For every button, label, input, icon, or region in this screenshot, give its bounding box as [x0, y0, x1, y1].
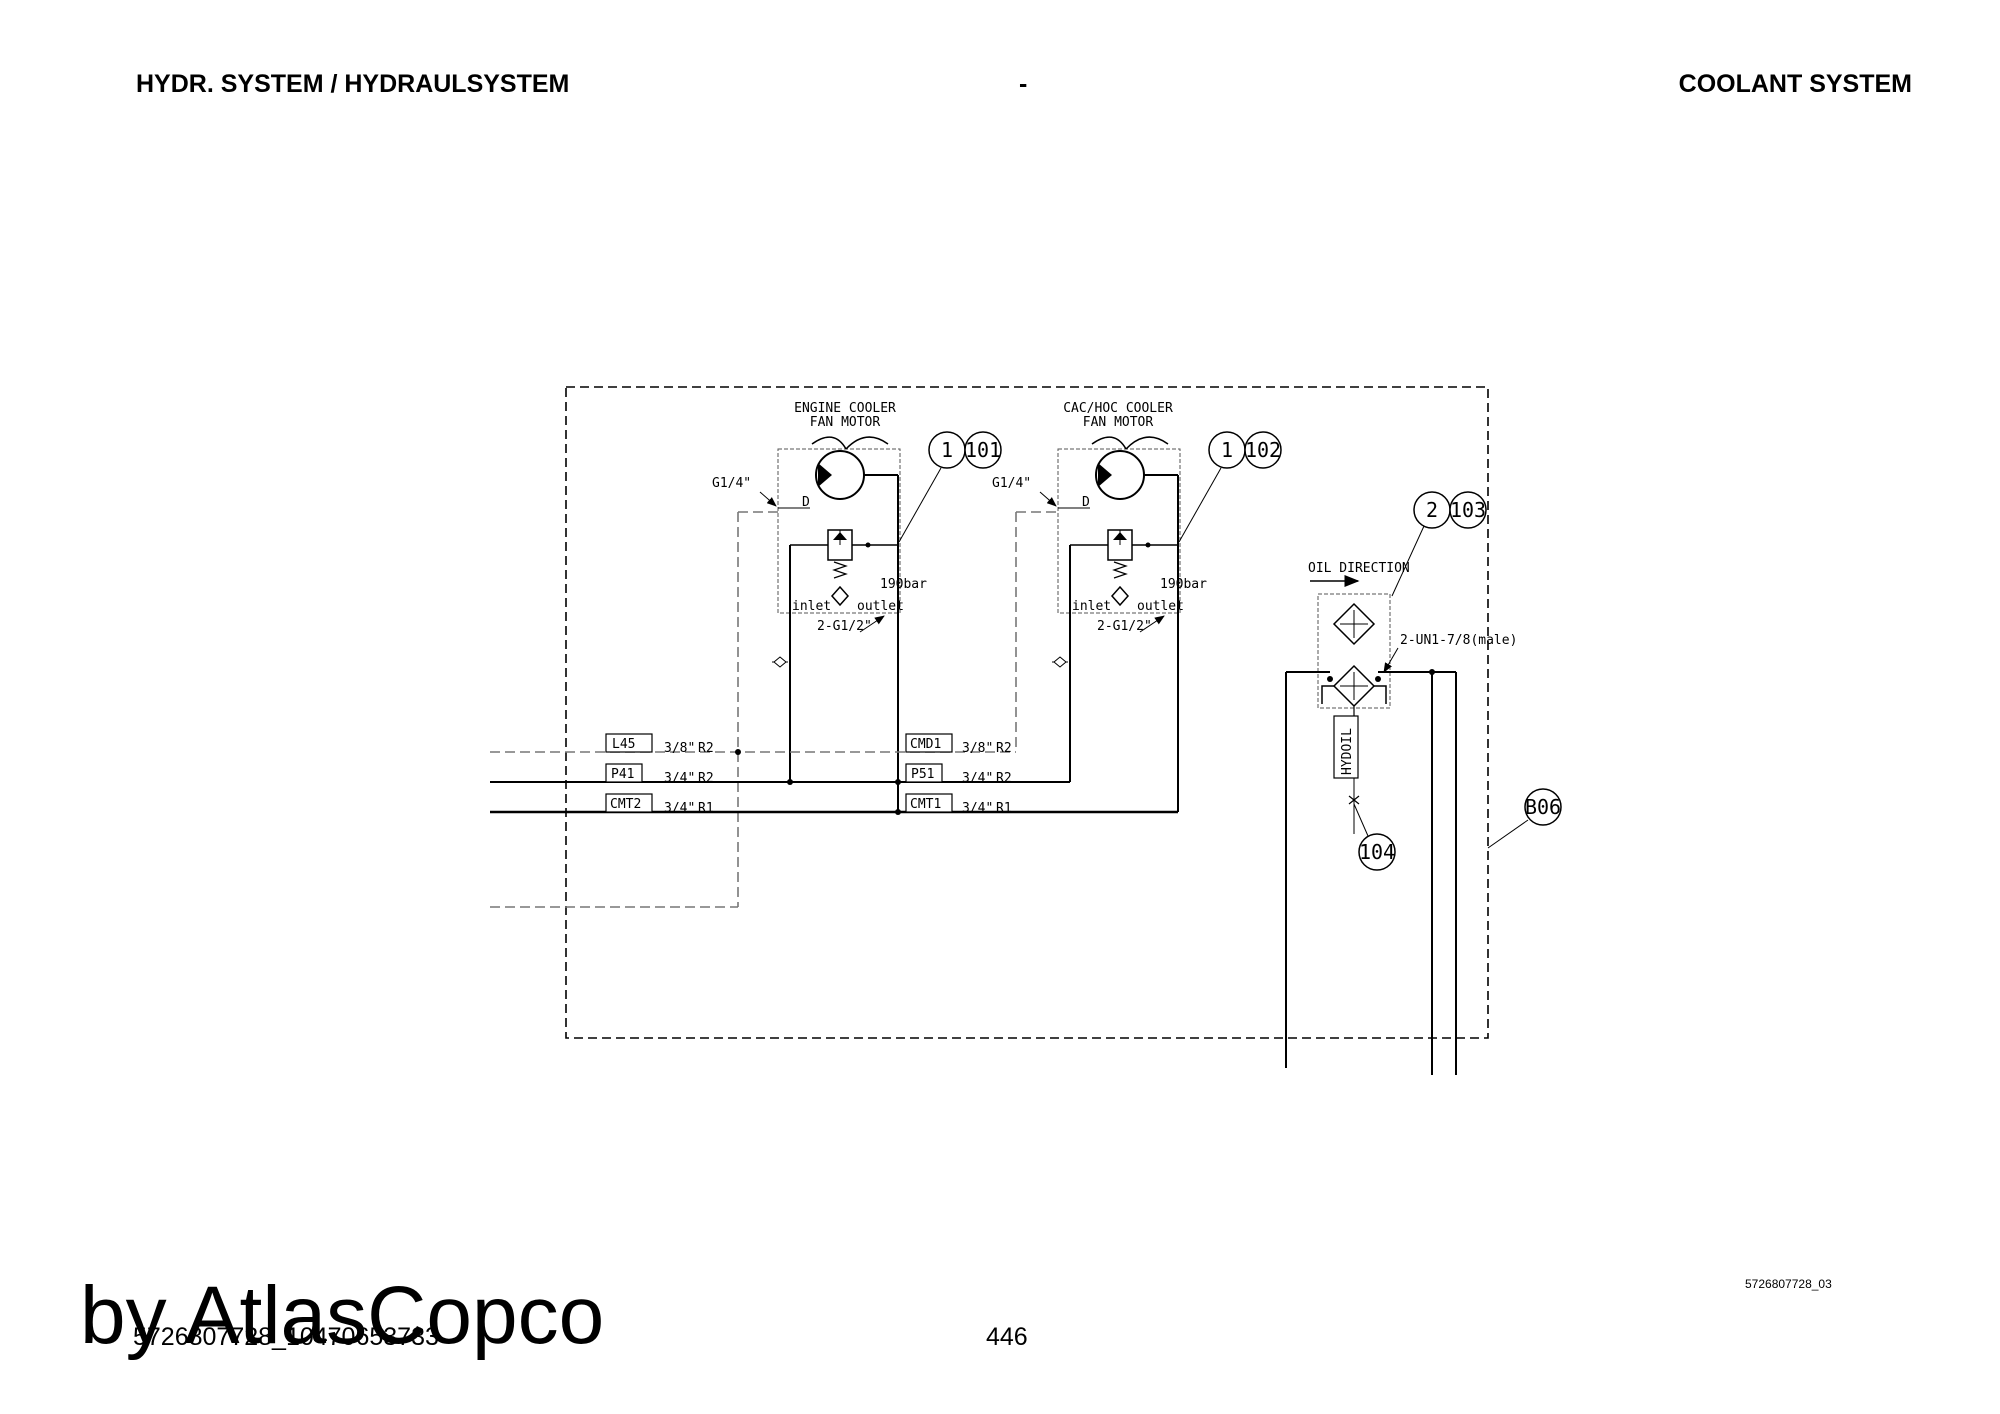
motor2-title1: CAC/HOC COOLER: [1063, 401, 1173, 416]
motor2-drain: D: [1082, 495, 1090, 510]
motor1-title1: ENGINE COOLER: [794, 401, 896, 416]
hydoil-sensor-label: HYDOIL: [1340, 728, 1355, 775]
hydraulic-lines: [490, 511, 1178, 908]
page-number: 446: [986, 1323, 1028, 1351]
motor1-drain: D: [802, 495, 810, 510]
cooler-ports: 2-UN1-7/8(male): [1400, 633, 1517, 648]
motor1-item: 101: [965, 438, 1001, 462]
svg-text:3/4": 3/4": [962, 771, 993, 786]
svg-text:3/4": 3/4": [664, 801, 695, 816]
line-label-cmt2: CMT2 3/4" R1: [605, 793, 714, 816]
motor2-outlet: outlet: [1137, 599, 1184, 614]
line-label-cmd1: CMD1 3/8" R2: [905, 733, 1012, 756]
line-label-p41: P41 3/4" R2: [605, 763, 714, 786]
svg-text:CMT1: CMT1: [910, 797, 941, 812]
svg-text:CMD1: CMD1: [910, 737, 941, 752]
motor1-outlet: outlet: [857, 599, 904, 614]
cooler-qty: 2: [1426, 498, 1438, 522]
header-separator: -: [1019, 70, 1028, 98]
oil-direction-label: OIL DIRECTION: [1308, 561, 1410, 576]
motor2-ports: 2-G1/2": [1097, 619, 1152, 634]
motor2-item: 102: [1245, 438, 1281, 462]
svg-text:3/4": 3/4": [962, 801, 993, 816]
header-chapter-title: COOLANT SYSTEM: [1678, 70, 1912, 98]
engine-cooler-fan-motor: ENGINE COOLER FAN MOTOR D G1/4" 190bar i…: [712, 401, 1002, 812]
motor2-pressure: 190bar: [1160, 577, 1207, 592]
svg-text:3/8": 3/8": [962, 741, 993, 756]
svg-text:CMT2: CMT2: [610, 797, 641, 812]
cac-hoc-cooler-fan-motor: CAC/HOC COOLER FAN MOTOR D G1/4" 190bar …: [992, 401, 1282, 812]
motor1-inlet: inlet: [792, 599, 831, 614]
motor2-title2: FAN MOTOR: [1083, 415, 1154, 430]
line-label-p51: P51 3/4" R2: [905, 763, 1012, 786]
motor2-inlet: inlet: [1072, 599, 1111, 614]
svg-text:R1: R1: [698, 801, 714, 816]
document-number: 5726807728_10470653733: [133, 1323, 439, 1351]
line-label-cmt1: CMT1 3/4" R1: [905, 793, 1012, 816]
motor2-qty: 1: [1221, 438, 1233, 462]
svg-text:3/4": 3/4": [664, 771, 695, 786]
cooler-item: 103: [1450, 498, 1486, 522]
motor1-pressure: 190bar: [880, 577, 927, 592]
sensor-item: 104: [1359, 840, 1395, 864]
motor1-title2: FAN MOTOR: [810, 415, 881, 430]
group-item: B06: [1525, 795, 1561, 819]
svg-text:P51: P51: [911, 767, 934, 782]
brand-watermark: by AtlasCopco: [80, 1270, 605, 1361]
header-section-title: HYDR. SYSTEM / HYDRAULSYSTEM: [136, 70, 570, 98]
svg-text:R1: R1: [996, 801, 1012, 816]
drawing-reference: 5726807728_03: [1745, 1277, 1832, 1291]
line-label-l45: L45 3/8" R2: [605, 733, 714, 756]
motor2-drain-port: G1/4": [992, 476, 1031, 491]
motor1-drain-port: G1/4": [712, 476, 751, 491]
system-boundary: [565, 386, 1489, 1039]
motor1-qty: 1: [941, 438, 953, 462]
svg-text:R2: R2: [996, 771, 1012, 786]
svg-text:L45: L45: [612, 737, 635, 752]
svg-text:3/8": 3/8": [664, 741, 695, 756]
svg-text:R2: R2: [698, 741, 714, 756]
svg-text:P41: P41: [611, 767, 634, 782]
svg-text:R2: R2: [698, 771, 714, 786]
svg-text:R2: R2: [996, 741, 1012, 756]
oil-cooler: OIL DIRECTION 2-UN1-7/8(male) 2 103 HYDO…: [1285, 491, 1562, 1075]
motor1-ports: 2-G1/2": [817, 619, 872, 634]
